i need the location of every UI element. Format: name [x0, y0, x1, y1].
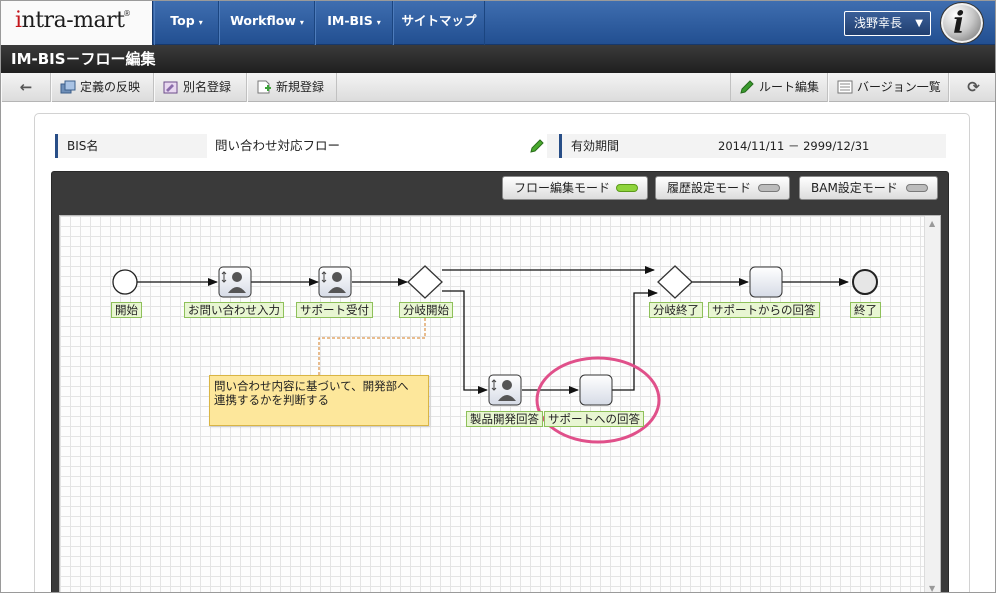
label-end[interactable]: 終了	[850, 302, 881, 318]
chevron-down-icon: ▾	[376, 18, 381, 27]
arrow-left-icon: ←	[19, 78, 33, 96]
label-branch-start[interactable]: 分岐開始	[399, 302, 453, 318]
new-register-button[interactable]: 新規登録	[247, 73, 337, 102]
nav-im-bis[interactable]: IM-BIS▾	[315, 1, 393, 45]
label-inquiry[interactable]: お問い合わせ入力	[184, 302, 284, 318]
toolbar: ← 定義の反映 別名登録 新規登録 ルート編集 バージョン一覧 ⟳	[1, 73, 995, 102]
pencil-icon	[740, 79, 754, 94]
new-register-label: 新規登録	[276, 80, 325, 94]
avatar[interactable]: i	[940, 2, 984, 44]
bis-name-value: 問い合わせ対応フロー	[207, 134, 547, 158]
nav-sitemap[interactable]: サイトマップ	[393, 1, 485, 45]
route-edit-button[interactable]: ルート編集	[730, 73, 828, 102]
refresh-button[interactable]: ⟳	[949, 73, 995, 102]
new-document-icon	[257, 80, 271, 93]
chevron-down-icon: ▼	[915, 18, 923, 29]
label-start[interactable]: 開始	[111, 302, 142, 318]
nav-workflow[interactable]: Workflow▾	[219, 1, 315, 45]
refresh-icon: ⟳	[967, 78, 980, 96]
user-menu[interactable]: 浅野幸長 ▼	[844, 11, 931, 36]
top-navigation-bar: intra-mart ® Top▾ Workflow▾ IM-BIS▾ サイトマ…	[1, 1, 995, 45]
nav-workflow-label: Workflow	[230, 13, 296, 28]
label-support-reply[interactable]: サポートからの回答	[708, 302, 820, 318]
vertical-scrollbar[interactable]: ▲ ▼	[924, 216, 940, 593]
avatar-letter: i	[953, 6, 965, 41]
logo-text: intra-mart	[15, 8, 125, 33]
list-icon	[837, 80, 853, 93]
bam-mode-button[interactable]: BAM設定モード	[799, 176, 938, 200]
memo-line-1: 問い合わせ内容に基づいて、開発部へ	[214, 379, 409, 393]
history-mode-button[interactable]: 履歴設定モード	[655, 176, 790, 200]
back-button[interactable]: ←	[1, 73, 51, 102]
scroll-down-icon[interactable]: ▼	[929, 584, 936, 593]
history-mode-label: 履歴設定モード	[667, 181, 752, 195]
nav-sitemap-label: サイトマップ	[401, 13, 477, 28]
label-reply-to-support[interactable]: サポートへの回答	[544, 411, 644, 427]
alias-register-icon	[163, 81, 178, 93]
version-list-label: バージョン一覧	[857, 80, 941, 94]
chevron-down-icon: ▾	[198, 18, 203, 27]
mode-indicator-off	[758, 184, 780, 192]
route-edit-label: ルート編集	[759, 80, 820, 94]
valid-period-label: 有効期間	[559, 134, 709, 158]
label-support-accept[interactable]: サポート受付	[296, 302, 373, 318]
apply-definition-icon	[60, 80, 76, 93]
label-dev-reply[interactable]: 製品開発回答	[466, 411, 543, 427]
pencil-icon-svg	[530, 139, 544, 153]
mode-indicator-off	[906, 184, 928, 192]
apply-definition-label: 定義の反映	[80, 80, 141, 94]
alias-register-button[interactable]: 別名登録	[154, 73, 247, 102]
label-branch-end[interactable]: 分岐終了	[649, 302, 703, 318]
memo-line-2: 連携するかを判断する	[214, 393, 329, 407]
bis-name-label: BIS名	[55, 134, 205, 158]
nav-im-bis-label: IM-BIS	[327, 13, 373, 28]
page-title: IM-BIS－フロー編集	[1, 45, 995, 73]
registered-mark: ®	[123, 9, 131, 18]
scroll-up-icon[interactable]: ▲	[929, 219, 936, 228]
intra-mart-logo[interactable]: intra-mart ®	[1, 1, 153, 45]
flow-edit-mode-button[interactable]: フロー編集モード	[502, 176, 648, 200]
mode-indicator-on	[616, 184, 638, 192]
bis-info-row: BIS名 問い合わせ対応フロー 有効期間 2014/11/11 － 2999/1…	[55, 134, 946, 158]
flow-edit-mode-label: フロー編集モード	[514, 181, 611, 195]
version-list-button[interactable]: バージョン一覧	[828, 73, 949, 102]
valid-period-value: 2014/11/11 － 2999/12/31	[710, 134, 946, 158]
logo-i: i	[15, 8, 22, 33]
memo-note[interactable]: 問い合わせ内容に基づいて、開発部へ 連携するかを判断する	[209, 375, 429, 426]
flow-canvas-grid[interactable]	[59, 215, 941, 592]
logo-word: ntra-mart	[21, 8, 125, 33]
bam-mode-label: BAM設定モード	[811, 181, 898, 195]
user-name: 浅野幸長	[854, 16, 903, 30]
pencil-icon[interactable]	[529, 138, 545, 154]
nav-top[interactable]: Top▾	[154, 1, 219, 45]
alias-register-label: 別名登録	[183, 80, 232, 94]
apply-definition-button[interactable]: 定義の反映	[51, 73, 154, 102]
nav-top-label: Top	[170, 13, 195, 28]
chevron-down-icon: ▾	[299, 18, 304, 27]
